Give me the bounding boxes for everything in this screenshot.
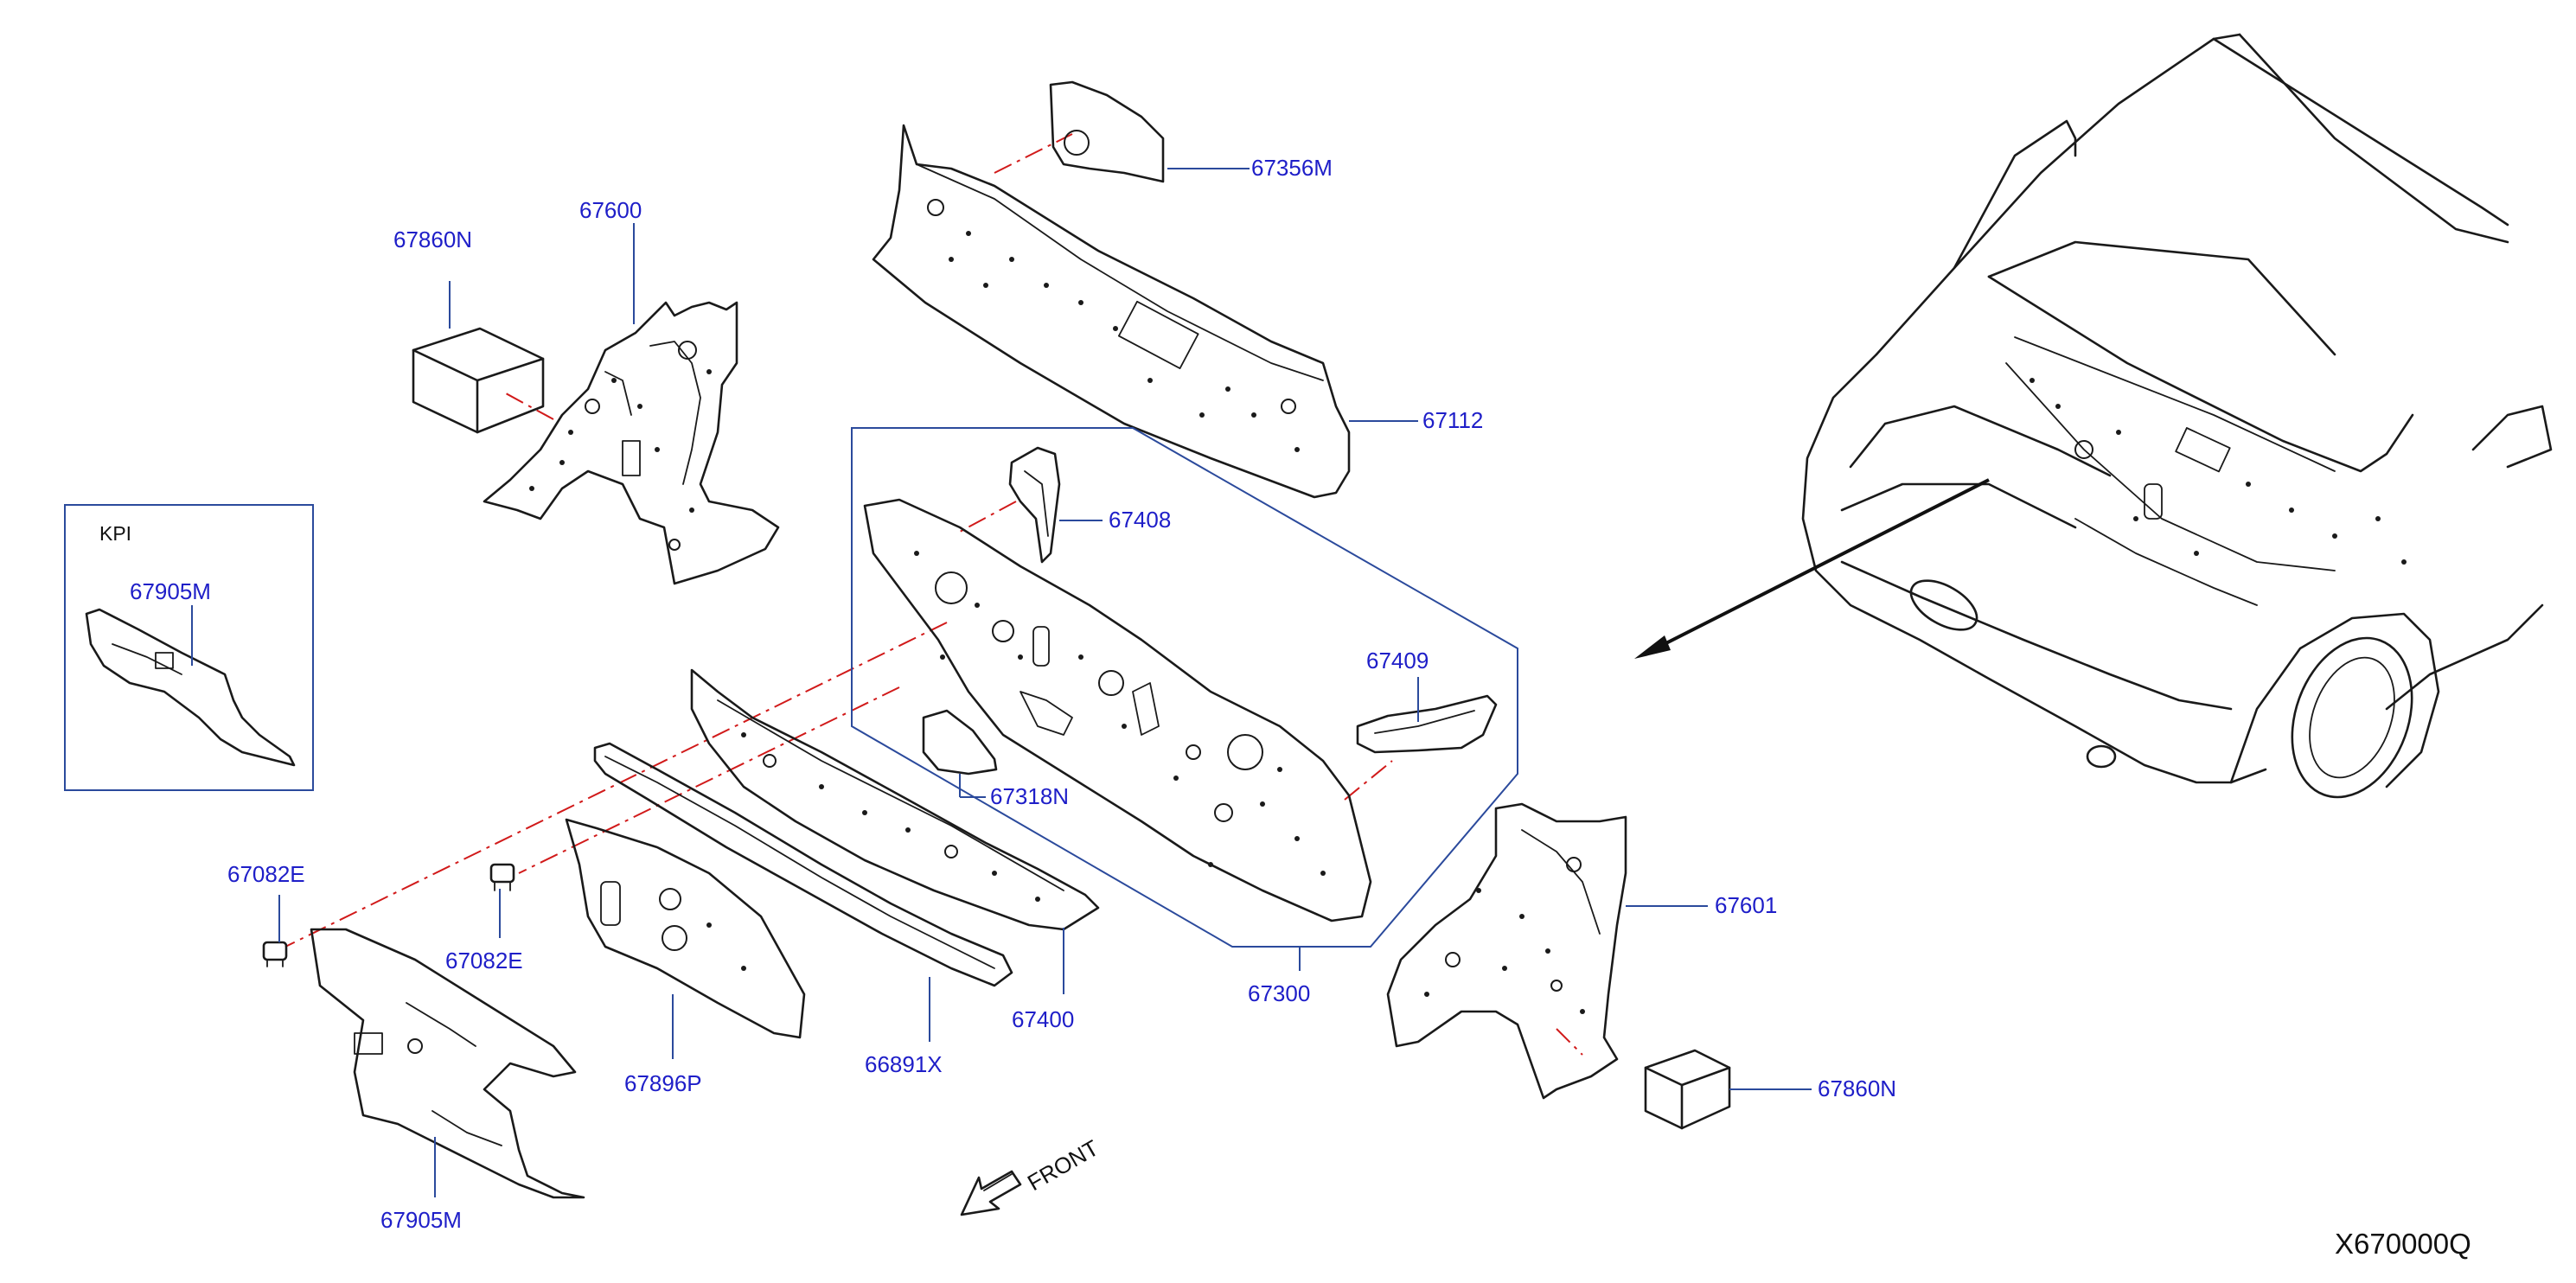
cowl-panel-67400 <box>690 668 1100 931</box>
insulator-67318N <box>922 709 998 776</box>
vehicle-locator <box>1801 33 2553 799</box>
label-67905M-inset: 67905M <box>130 578 211 604</box>
clip-67082E-mid <box>489 863 515 891</box>
leader-lines <box>191 168 1812 1197</box>
label-67409: 67409 <box>1366 648 1429 673</box>
label-67600: 67600 <box>579 197 642 223</box>
label-67860N-left: 67860N <box>393 227 472 252</box>
kpi-inset-frame <box>64 504 314 791</box>
label-67400: 67400 <box>1012 1006 1074 1032</box>
alignment-lines <box>284 133 1583 1056</box>
insulator-67896P <box>565 818 806 1039</box>
cowl-seal-66891X <box>593 742 1013 987</box>
label-67896P: 67896P <box>624 1070 702 1096</box>
cowl-insulator-top <box>1049 80 1165 183</box>
insulator-67905M-bottom <box>310 928 585 1199</box>
label-67601: 67601 <box>1715 892 1777 918</box>
clip-67082E-left <box>262 941 288 967</box>
label-66891X: 66891X <box>865 1051 943 1077</box>
figure-id: X670000Q <box>2335 1228 2471 1260</box>
cowl-top-panel <box>872 124 1351 499</box>
assembly-frame-67300 <box>851 427 1518 948</box>
front-label: FRONT <box>1023 1134 1103 1196</box>
front-arrow-icon <box>960 1170 1022 1216</box>
bracket-67409 <box>1356 694 1498 754</box>
insulator-block-right <box>1644 1049 1731 1130</box>
label-kpi: KPI <box>99 522 131 545</box>
label-67112: 67112 <box>1422 407 1483 433</box>
dash-panel <box>863 498 1372 922</box>
hood-ledge-right <box>1386 802 1627 1100</box>
insulator-block-left <box>412 327 545 434</box>
label-67082E-mid: 67082E <box>445 948 523 973</box>
hood-ledge-left <box>483 301 780 585</box>
locator-arrow <box>1634 478 1990 659</box>
label-67300: 67300 <box>1248 980 1310 1006</box>
bracket-67408 <box>1008 446 1061 564</box>
inset-part-67905M <box>85 608 296 767</box>
label-67082E-left: 67082E <box>227 861 305 887</box>
label-67356M: 67356M <box>1251 155 1333 181</box>
label-67408: 67408 <box>1109 507 1171 533</box>
label-67318N: 67318N <box>990 783 1069 809</box>
label-67905M-bottom: 67905M <box>380 1207 462 1233</box>
label-67860N-right: 67860N <box>1818 1076 1896 1101</box>
